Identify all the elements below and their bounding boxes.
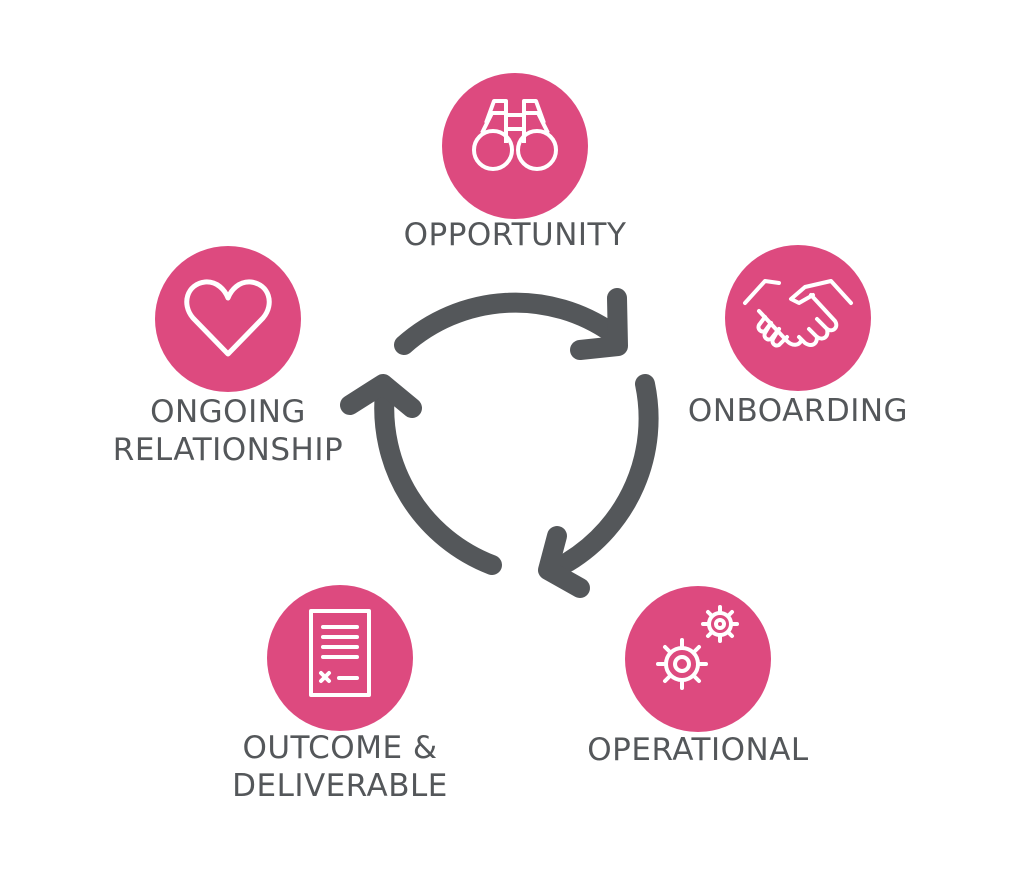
onboarding-circle bbox=[725, 245, 871, 391]
outcome-label: OUTCOME & DELIVERABLE bbox=[232, 730, 448, 804]
arrow-right bbox=[558, 374, 659, 572]
heart-icon bbox=[184, 279, 272, 357]
opportunity-circle bbox=[442, 73, 588, 219]
operational-label: OPERATIONAL bbox=[587, 732, 809, 768]
onboarding-label: ONBOARDING bbox=[687, 393, 909, 429]
operational-circle bbox=[625, 586, 771, 732]
outcome-circle bbox=[267, 585, 413, 731]
arrowhead-top bbox=[570, 288, 628, 360]
arrowhead-left bbox=[340, 374, 422, 418]
handshake-icon bbox=[743, 279, 853, 348]
arrowhead-right bbox=[538, 526, 590, 598]
binoculars-icon bbox=[472, 99, 558, 171]
arrow-top bbox=[394, 292, 622, 355]
document-icon bbox=[309, 609, 371, 697]
relationship-label: ONGOING RELATIONSHIP bbox=[112, 394, 344, 468]
gears-icon bbox=[656, 605, 739, 690]
opportunity-label: OPPORTUNITY bbox=[403, 217, 627, 253]
arrow-left bbox=[374, 382, 502, 575]
relationship-circle bbox=[155, 246, 301, 392]
